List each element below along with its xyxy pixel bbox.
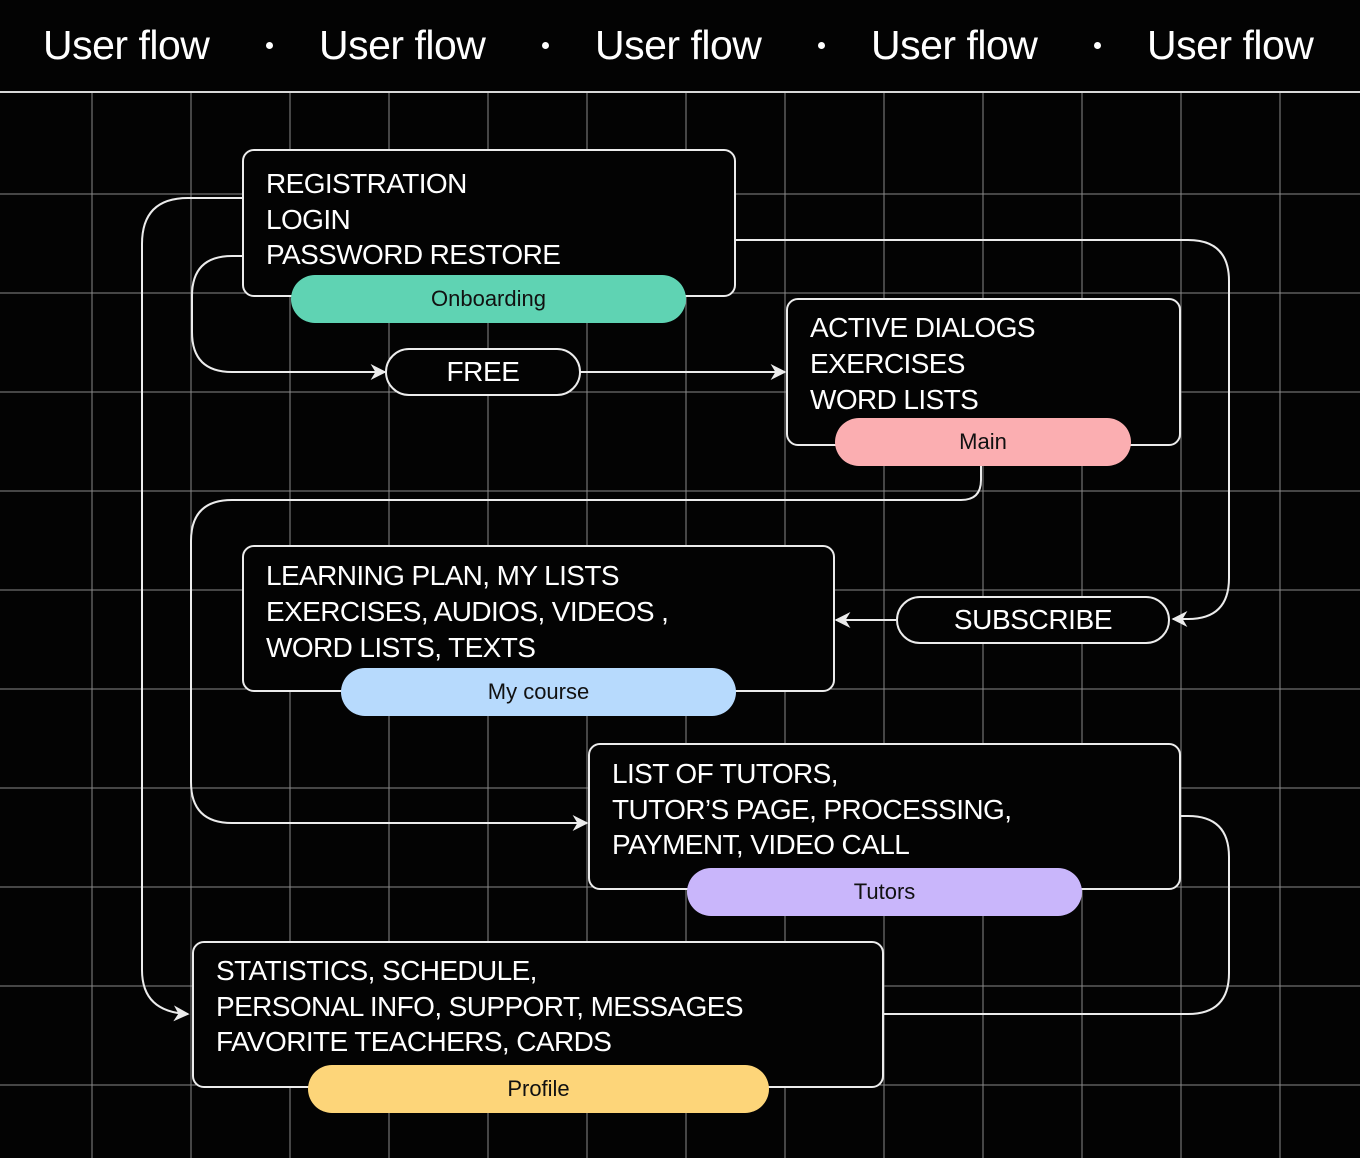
subscribe-node[interactable]: SUBSCRIBE <box>896 596 1170 644</box>
my-course-label[interactable]: My course <box>341 668 736 716</box>
header-title: User flow <box>1147 22 1314 68</box>
header-title: User flow <box>319 22 486 68</box>
dot-icon <box>266 42 273 49</box>
card-line: TUTOR’S PAGE, PROCESSING, <box>612 794 1012 825</box>
card-line: FAVORITE TEACHERS, CARDS <box>216 1026 612 1057</box>
tutors-card: LIST OF TUTORS, TUTOR’S PAGE, PROCESSING… <box>588 743 1181 890</box>
card-line: EXERCISES, AUDIOS, VIDEOS , <box>266 596 669 627</box>
header-banner: User flow User flow User flow User flow … <box>0 0 1360 93</box>
card-line: LIST OF TUTORS, <box>612 758 839 789</box>
onboarding-card: REGISTRATION LOGIN PASSWORD RESTORE <box>242 149 736 297</box>
card-line: PERSONAL INFO, SUPPORT, MESSAGES <box>216 991 744 1022</box>
profile-label[interactable]: Profile <box>308 1065 769 1113</box>
free-node[interactable]: FREE <box>385 348 581 396</box>
tutors-label[interactable]: Tutors <box>687 868 1082 916</box>
card-line: LEARNING PLAN, MY LISTS <box>266 560 620 591</box>
profile-card: STATISTICS, SCHEDULE, PERSONAL INFO, SUP… <box>192 941 884 1088</box>
card-line: PASSWORD RESTORE <box>266 239 561 270</box>
card-line: WORD LISTS, TEXTS <box>266 632 536 663</box>
card-line: EXERCISES <box>810 348 965 379</box>
onboarding-label[interactable]: Onboarding <box>291 275 686 323</box>
my-course-card: LEARNING PLAN, MY LISTS EXERCISES, AUDIO… <box>242 545 835 692</box>
card-line: STATISTICS, SCHEDULE, <box>216 955 537 986</box>
dot-icon <box>818 42 825 49</box>
dot-icon <box>542 42 549 49</box>
header-title: User flow <box>43 22 210 68</box>
header-title: User flow <box>871 22 1038 68</box>
header-title: User flow <box>595 22 762 68</box>
card-line: PAYMENT, VIDEO CALL <box>612 829 910 860</box>
card-line: ACTIVE DIALOGS <box>810 312 1036 343</box>
card-line: LOGIN <box>266 204 351 235</box>
dot-icon <box>1094 42 1101 49</box>
main-label[interactable]: Main <box>835 418 1131 466</box>
card-line: WORD LISTS <box>810 384 979 415</box>
card-line: REGISTRATION <box>266 168 467 199</box>
